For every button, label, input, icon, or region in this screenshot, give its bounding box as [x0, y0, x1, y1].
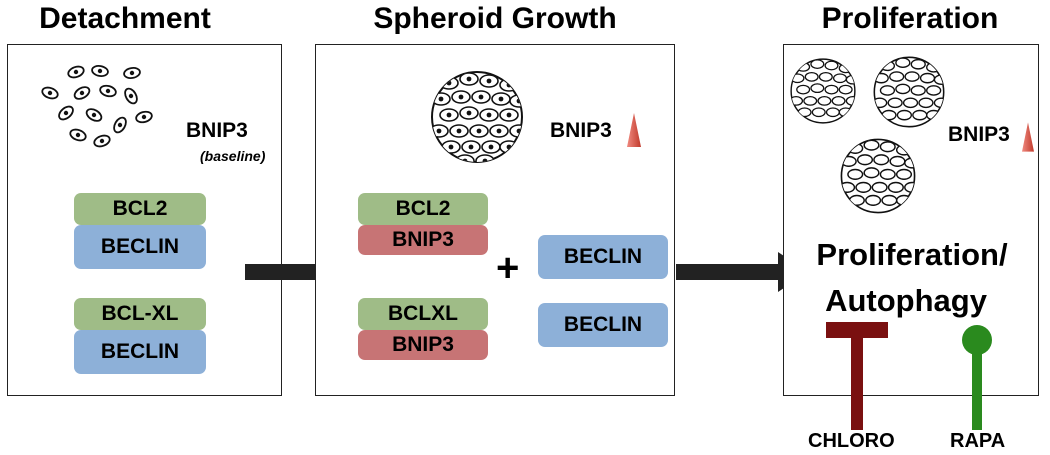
bnip3-pill: BNIP3: [358, 225, 488, 255]
beclin-pill: BECLIN: [538, 235, 668, 279]
baseline-note: (baseline): [200, 148, 266, 164]
bnip3-label: BNIP3: [186, 119, 248, 142]
activation-pin-icon: [962, 325, 992, 430]
spheroid-icon: [431, 71, 523, 163]
chloro-label: CHLORO: [808, 430, 895, 452]
spheroid-icon: [790, 58, 856, 124]
bcl2-pill: BCL2: [74, 193, 206, 225]
spheroid-icon: [840, 138, 916, 214]
detached-cells-icon: [41, 64, 153, 148]
title-detachment: Detachment: [39, 2, 211, 35]
inhibition-bar-icon: [826, 322, 888, 430]
bnip3-label: BNIP3: [550, 119, 612, 142]
outcome-label-line1: Proliferation/: [816, 237, 1008, 272]
panel-spheroid-growth: BNIP3 BCL2 BNIP3 BCLXL BNIP3 + BECLIN BE…: [315, 44, 675, 396]
arrow-right-icon: [676, 252, 808, 292]
title-proliferation: Proliferation: [821, 2, 999, 35]
rapa-label: RAPA: [950, 430, 1006, 452]
beclin-pill: BECLIN: [74, 225, 206, 269]
bnip3-pill: BNIP3: [358, 330, 488, 360]
bnip3-label: BNIP3: [948, 123, 1010, 146]
panel-proliferation: BNIP3 Proliferation/ Autophagy: [783, 44, 1039, 396]
bclxl-pill: BCLXL: [358, 298, 488, 330]
title-spheroid-growth: Spheroid Growth: [373, 2, 617, 35]
increase-triangle-icon: [627, 113, 641, 147]
increase-triangle-icon: [1022, 122, 1034, 152]
outcome-label-line2: Autophagy: [825, 283, 987, 318]
bcl2-pill: BCL2: [358, 193, 488, 225]
bclxl-pill: BCL-XL: [74, 298, 206, 330]
beclin-pill: BECLIN: [538, 303, 668, 347]
panel-detachment: BNIP3 (baseline) BCL2 BECLIN BCL-XL BECL…: [7, 44, 282, 396]
beclin-pill: BECLIN: [74, 330, 206, 374]
plus-sign: +: [496, 246, 520, 290]
spheroid-icon: [873, 56, 945, 128]
